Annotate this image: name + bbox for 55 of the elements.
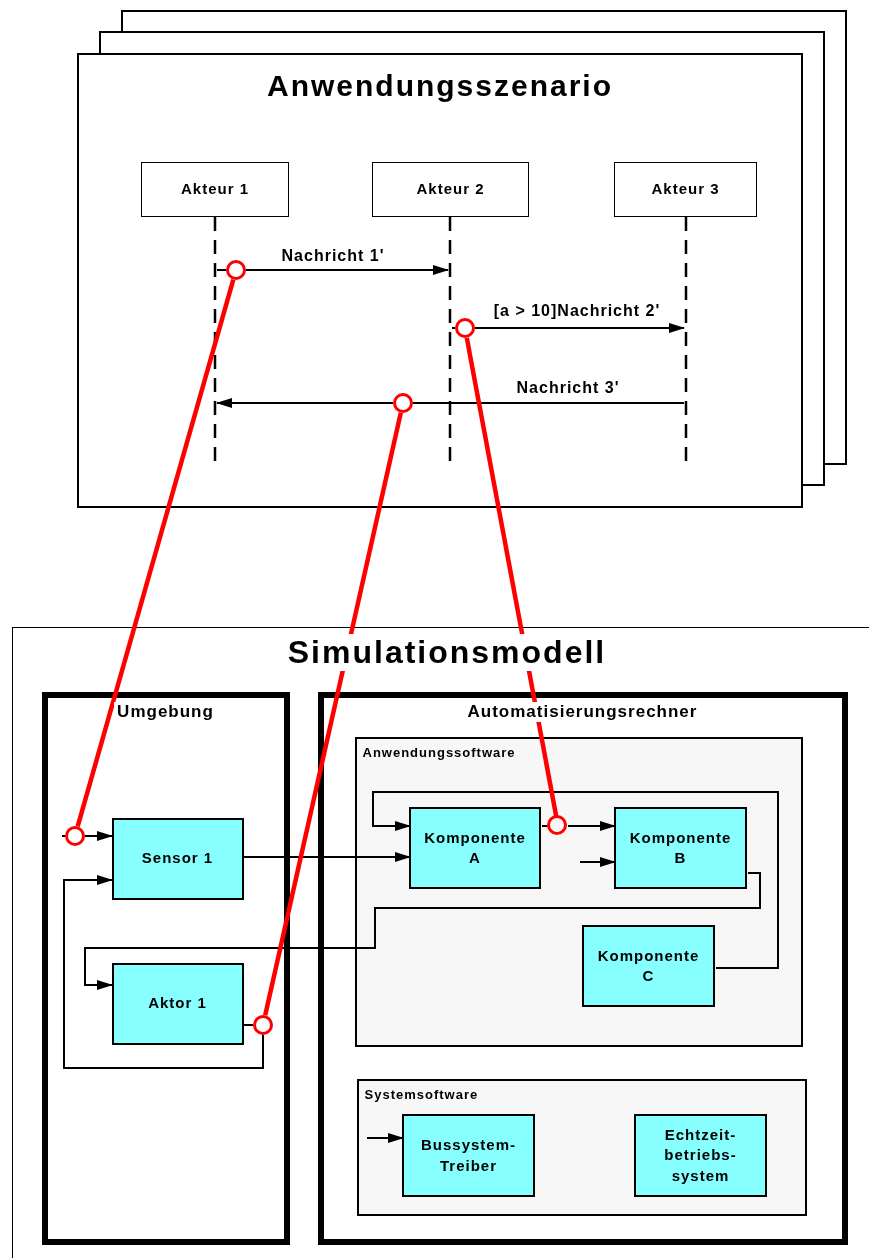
arrow — [63, 875, 264, 1069]
arrow — [84, 831, 113, 841]
connector-line — [451, 327, 456, 329]
connector-line — [412, 402, 685, 404]
arrow — [567, 821, 616, 831]
group-box — [317, 691, 848, 1245]
block-label: Echtzeit- betriebs- system — [663, 1125, 738, 1186]
component-block — [111, 817, 244, 900]
software-panel — [354, 736, 803, 1047]
component-block — [634, 1114, 767, 1197]
connector-line — [541, 825, 549, 827]
actor-box — [141, 162, 289, 217]
connector-line — [243, 1024, 254, 1026]
arrow — [243, 852, 411, 862]
block-label: Aktor 1 — [148, 993, 207, 1014]
port-marker — [547, 815, 567, 835]
connector-line — [61, 835, 66, 837]
scenario-frame — [77, 53, 803, 508]
arrow — [372, 791, 779, 969]
port-marker — [455, 318, 475, 338]
block-label: Sensor 1 — [141, 848, 214, 869]
software-panel — [356, 1078, 807, 1216]
block-label: Bussystem- Treiber — [419, 1135, 517, 1176]
block-label: Komponente A — [423, 827, 527, 868]
arrow — [84, 872, 761, 990]
arrow — [245, 265, 449, 275]
port-marker — [393, 393, 413, 413]
port-marker — [226, 260, 246, 280]
component-block — [409, 807, 541, 889]
connector-line — [263, 412, 403, 1016]
group-box — [41, 691, 290, 1245]
arrow — [474, 323, 685, 333]
arrow — [366, 1133, 404, 1143]
component-block — [582, 925, 715, 1007]
component-block — [614, 807, 747, 889]
lifeline — [684, 217, 688, 462]
arrow — [579, 857, 616, 867]
actor-box — [372, 162, 529, 217]
block-label: Akteur 2 — [416, 179, 485, 200]
arrow — [216, 398, 394, 408]
actor-box — [614, 162, 757, 217]
component-block — [402, 1114, 535, 1197]
connector-line — [75, 279, 236, 827]
lifeline — [448, 217, 452, 462]
block-label: Komponente C — [596, 945, 701, 986]
block-label: Komponente B — [628, 827, 733, 868]
block-label: Akteur 1 — [181, 179, 249, 200]
model-frame — [12, 627, 869, 1258]
block-label: Akteur 3 — [651, 179, 720, 200]
component-block — [111, 962, 244, 1045]
port-marker — [64, 825, 85, 846]
port-marker — [252, 1014, 273, 1035]
connector-line — [216, 269, 227, 271]
lifeline — [213, 217, 217, 462]
connector-line — [464, 337, 559, 817]
